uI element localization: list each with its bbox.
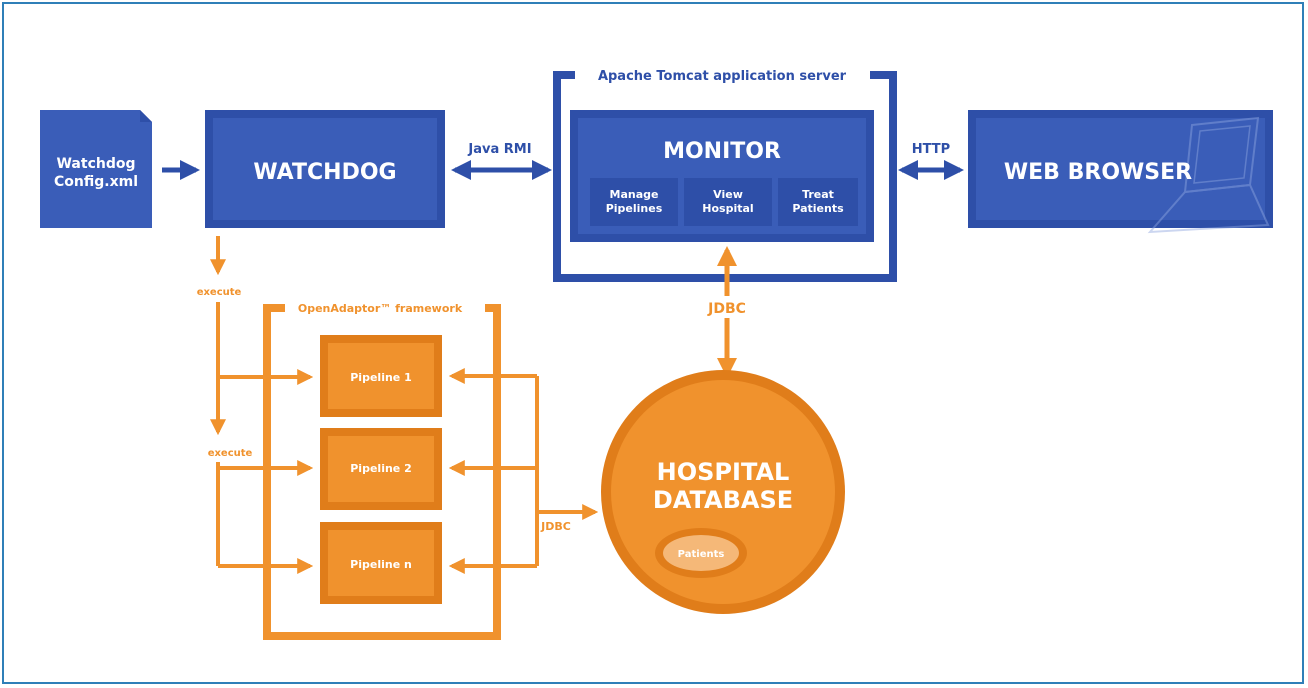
monitor-label: MONITOR <box>663 139 781 164</box>
pipeline-n-node: Pipeline n <box>320 522 442 604</box>
tomcat-label: Apache Tomcat application server <box>598 69 847 84</box>
execute-label-2: execute <box>208 448 253 459</box>
manage-pipelines-line1: Manage <box>610 188 659 201</box>
pipeline-2-label: Pipeline 2 <box>350 462 411 475</box>
config-label-line1: Watchdog <box>56 156 135 172</box>
framework-label: OpenAdaptor™ framework <box>298 302 463 315</box>
treat-patients-line2: Patients <box>792 202 844 215</box>
patients-label: Patients <box>678 549 725 560</box>
manage-pipelines-module: Manage Pipelines <box>590 178 678 226</box>
pipeline-2-node: Pipeline 2 <box>320 428 442 510</box>
view-hospital-module: View Hospital <box>684 178 772 226</box>
pipeline-1-label: Pipeline 1 <box>350 371 411 384</box>
database-label-line1: HOSPITAL <box>657 458 790 486</box>
view-hospital-line1: View <box>713 188 743 201</box>
laptop-icon <box>1147 116 1270 234</box>
database-label-line2: DATABASE <box>653 486 793 514</box>
jdbc-top-label-bg <box>705 296 749 318</box>
hospital-database-node: HOSPITAL DATABASE Patients <box>601 370 845 614</box>
pipeline-1-node: Pipeline 1 <box>320 335 442 417</box>
view-hospital-line2: Hospital <box>702 202 753 215</box>
treat-patients-line1: Treat <box>802 188 834 201</box>
watchdog-label: WATCHDOG <box>253 160 396 185</box>
http-label: HTTP <box>912 142 950 157</box>
treat-patients-module: Treat Patients <box>778 178 858 226</box>
jdbc-top-label: JDBC <box>707 301 746 317</box>
config-label-line2: Config.xml <box>54 174 138 190</box>
web-browser-label: WEB BROWSER <box>1004 160 1192 185</box>
monitor-node: MONITOR Manage Pipelines View Hospital T… <box>570 110 874 242</box>
web-browser-node: WEB BROWSER <box>968 110 1273 234</box>
openadaptor-framework-node: OpenAdaptor™ framework <box>263 302 501 640</box>
rmi-label: Java RMI <box>467 142 531 157</box>
manage-pipelines-line2: Pipelines <box>606 202 663 215</box>
pipeline-n-label: Pipeline n <box>350 558 412 571</box>
execute-label-1: execute <box>197 287 242 298</box>
watchdog-node: WATCHDOG <box>205 110 445 228</box>
jdbc-bottom-label: JDBC <box>540 520 571 533</box>
patients-table: Patients <box>655 528 747 578</box>
pipeline-db-bus <box>448 368 599 574</box>
config-file-node: Watchdog Config.xml <box>40 110 152 228</box>
